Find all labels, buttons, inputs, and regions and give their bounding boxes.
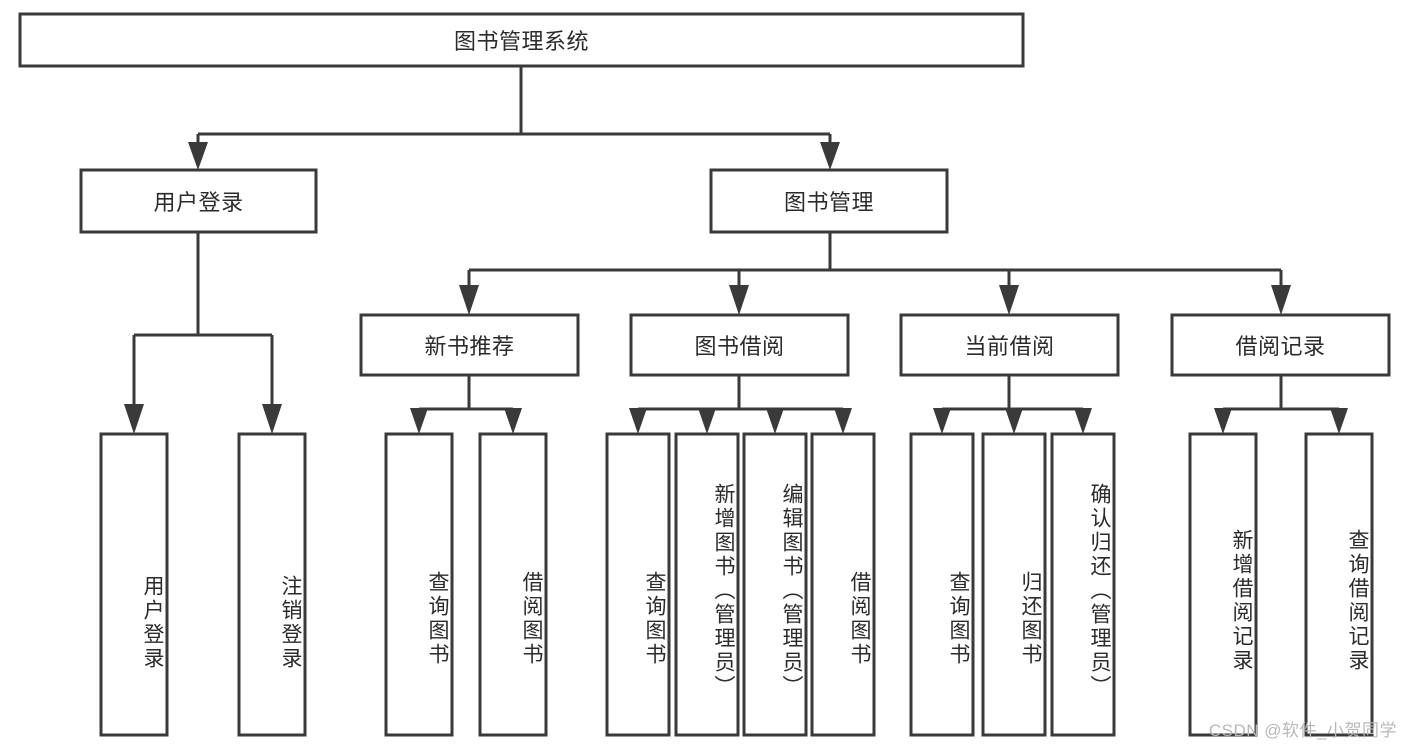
arrow-head-icon (933, 408, 951, 434)
node-box-leaf-borrow-4[interactable] (810, 432, 876, 737)
connector-bookmgmt-to-level3 (459, 232, 1291, 315)
arrow-head-icon (698, 408, 716, 434)
arrow-head-icon (410, 408, 428, 434)
node-box-user-login[interactable] (79, 168, 318, 234)
arrow-head-icon (766, 408, 784, 434)
connector-recommend-to-leaves (410, 375, 522, 434)
node-box-leaf-borrow-1[interactable] (605, 432, 671, 737)
connector-userlogin-to-leaves (124, 232, 282, 434)
arrow-head-icon (1005, 408, 1023, 434)
node-box-borrow-record[interactable] (1170, 313, 1391, 377)
connector-bookborrow-to-leaves (629, 375, 852, 434)
watermark-text: CSDN @软件_小贺同学 (1208, 721, 1397, 740)
node-box-current-borrow[interactable] (899, 313, 1120, 377)
node-box-leaf-current-3[interactable] (1050, 432, 1116, 737)
connector-root-to-level2 (188, 66, 840, 170)
node-box-leaf-current-1[interactable] (909, 432, 975, 737)
node-box-leaf-user-login-2[interactable] (237, 432, 307, 737)
arrow-head-icon (1330, 408, 1348, 434)
arrow-head-icon (1214, 408, 1232, 434)
node-box-leaf-borrow-2[interactable] (674, 432, 740, 737)
node-box-book-management[interactable] (709, 168, 949, 234)
arrow-head-icon (262, 404, 282, 434)
node-box-book-borrow[interactable] (629, 313, 850, 377)
node-box-leaf-current-2[interactable] (981, 432, 1047, 737)
arrow-head-icon (999, 285, 1019, 315)
arrow-head-icon (834, 408, 852, 434)
arrow-head-icon (629, 408, 647, 434)
node-box-leaf-record-2[interactable] (1304, 432, 1374, 737)
arrow-head-icon (820, 142, 840, 170)
node-box-leaf-recommend-2[interactable] (478, 432, 548, 737)
node-box-leaf-record-1[interactable] (1188, 432, 1258, 737)
node-box-leaf-recommend-1[interactable] (384, 432, 454, 737)
node-box-new-book-recommend[interactable] (359, 313, 580, 377)
arrow-head-icon (729, 285, 749, 315)
node-box-root[interactable] (18, 12, 1025, 68)
arrow-head-icon (1074, 408, 1092, 434)
connector-currentborrow-to-leaves (933, 375, 1092, 434)
arrow-head-icon (124, 404, 144, 434)
arrow-head-icon (459, 285, 479, 315)
node-box-leaf-user-login-1[interactable] (99, 432, 169, 737)
arrow-head-icon (188, 142, 208, 170)
arrow-head-icon (504, 408, 522, 434)
node-box-leaf-borrow-3[interactable] (742, 432, 808, 737)
arrow-head-icon (1271, 285, 1291, 315)
connector-borrowrecord-to-leaves (1214, 375, 1348, 434)
